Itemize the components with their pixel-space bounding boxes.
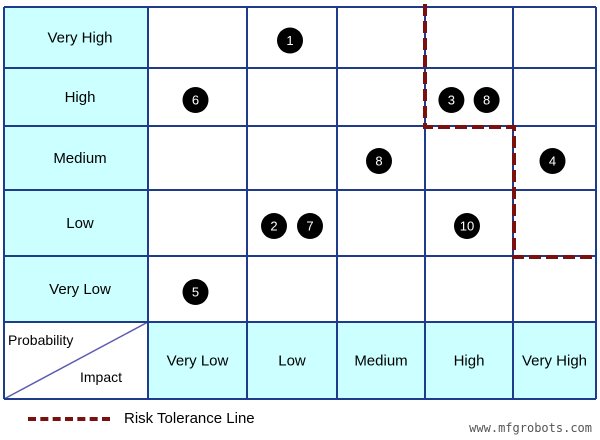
risk-marker xyxy=(473,87,500,113)
risk-marker-label: 8 xyxy=(375,154,382,169)
risk-marker-label: 7 xyxy=(306,219,313,234)
probability-axis-title: Probability xyxy=(8,332,73,348)
risk-markers: 1 6 3 8 8 4 2 7 10 5 xyxy=(182,27,566,305)
risk-marker xyxy=(261,213,287,239)
risk-tolerance-line xyxy=(423,4,596,259)
impact-row-fill xyxy=(148,322,596,399)
risk-marker-label: 2 xyxy=(270,219,277,234)
risk-marker-label: 4 xyxy=(549,154,556,169)
probability-label: High xyxy=(65,89,96,106)
legend: Risk Tolerance Line xyxy=(28,410,255,427)
probability-column-fill xyxy=(4,7,148,322)
risk-marker-label: 8 xyxy=(483,93,490,108)
risk-marker xyxy=(182,87,209,113)
risk-marker xyxy=(539,148,566,174)
risk-marker xyxy=(277,27,303,54)
probability-label: Very High xyxy=(47,30,112,47)
probability-label: Medium xyxy=(53,150,106,167)
probability-label: Very Low xyxy=(49,281,111,298)
impact-axis-title: Impact xyxy=(80,369,122,385)
risk-marker-label: 1 xyxy=(286,33,293,48)
impact-label: High xyxy=(454,353,485,370)
impact-label: Low xyxy=(278,353,306,370)
corner-diagonal xyxy=(3,321,149,400)
probability-label: Low xyxy=(66,215,94,232)
risk-marker xyxy=(438,87,465,113)
impact-label: Very Low xyxy=(167,353,229,370)
label-fills xyxy=(4,7,596,399)
risk-marker-label: 10 xyxy=(460,219,474,234)
legend-label: Risk Tolerance Line xyxy=(124,410,255,427)
impact-label: Very High xyxy=(522,353,587,370)
risk-marker xyxy=(454,213,480,239)
risk-marker-label: 5 xyxy=(192,285,199,300)
risk-marker xyxy=(182,279,209,305)
risk-marker xyxy=(297,213,323,239)
risk-marker-label: 3 xyxy=(448,93,455,108)
risk-marker xyxy=(366,148,392,174)
impact-label: Medium xyxy=(354,353,407,370)
legend-dashed-line xyxy=(28,416,110,421)
watermark: www.mfgrobots.com xyxy=(469,421,592,435)
risk-marker-label: 6 xyxy=(192,93,199,108)
